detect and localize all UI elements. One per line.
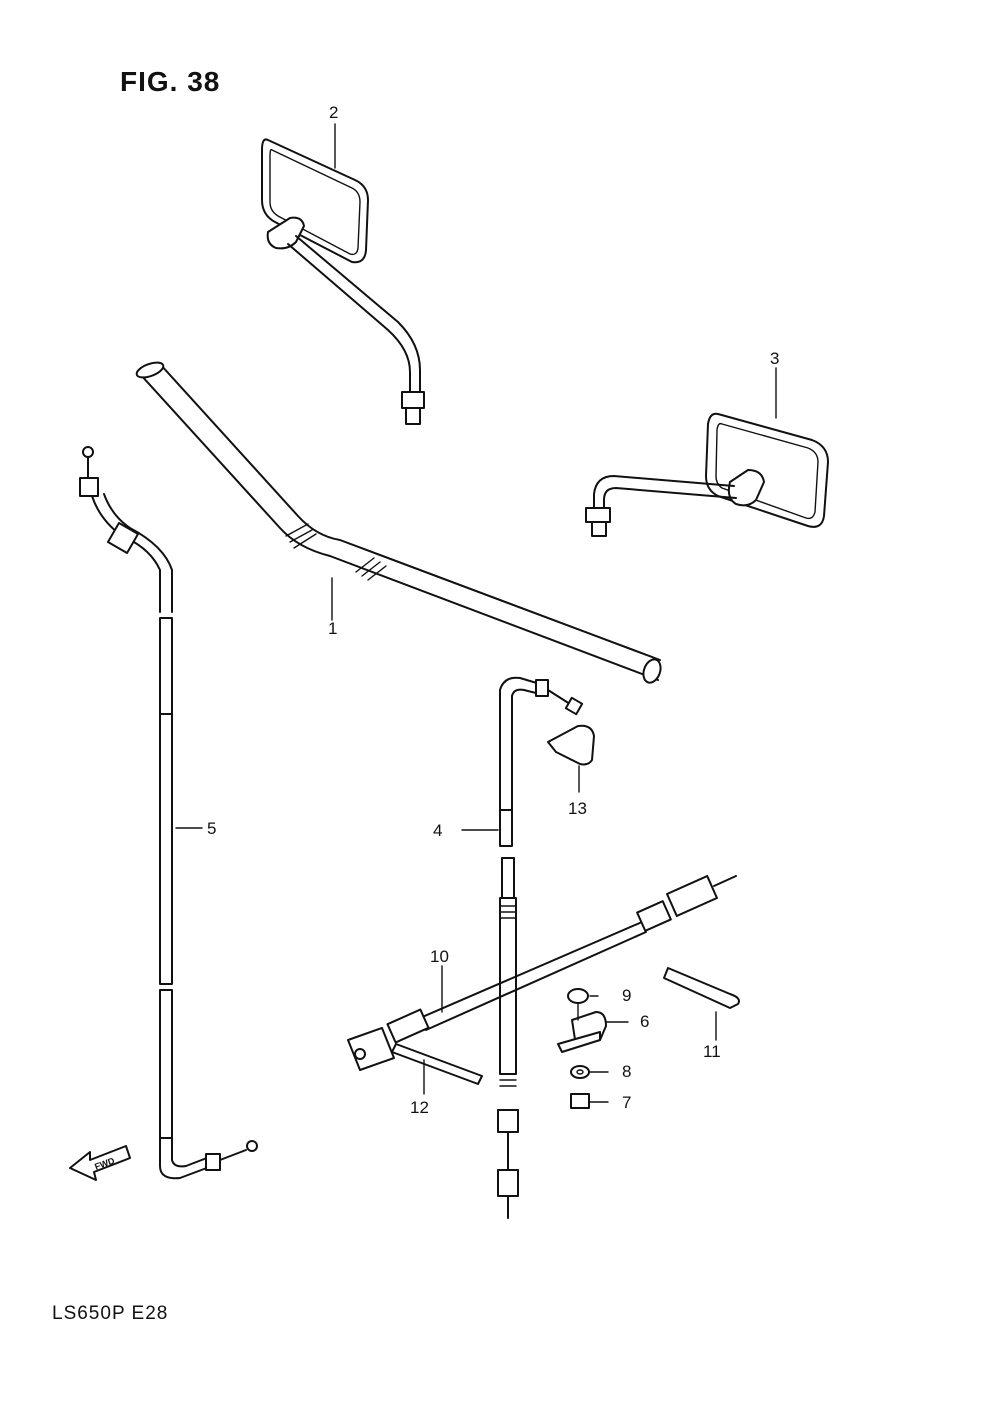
right-mirror [585, 412, 829, 537]
throttle-cable-long [79, 446, 258, 1180]
forward-arrow: FWD [69, 1145, 131, 1181]
callout-12: 12 [410, 1098, 429, 1117]
callout-5: 5 [207, 819, 217, 838]
cable-boot [547, 724, 595, 793]
clutch-cable [347, 875, 737, 1071]
cable-tie [391, 1043, 483, 1095]
callout-3: 3 [770, 349, 780, 368]
callout-8: 8 [622, 1062, 632, 1081]
callout-9: 9 [622, 986, 632, 1005]
callout-11: 11 [703, 1042, 721, 1061]
bracket [663, 967, 740, 1041]
model-code: LS650P E28 [52, 1303, 169, 1324]
cable-guide [557, 1011, 629, 1053]
handlebar [135, 361, 662, 684]
callout-4: 4 [433, 821, 443, 840]
callout-13: 13 [568, 799, 587, 818]
nut [567, 988, 599, 1021]
throttle-cable-center [461, 676, 584, 1219]
figure-title: FIG. 38 [120, 66, 221, 97]
washer [570, 1065, 609, 1079]
callout-6: 6 [640, 1012, 650, 1031]
left-mirror [261, 138, 425, 425]
callout-1: 1 [328, 619, 338, 638]
callout-2: 2 [329, 103, 339, 122]
callout-10: 10 [430, 947, 449, 966]
bolt [570, 1093, 609, 1109]
callout-7: 7 [622, 1093, 632, 1112]
